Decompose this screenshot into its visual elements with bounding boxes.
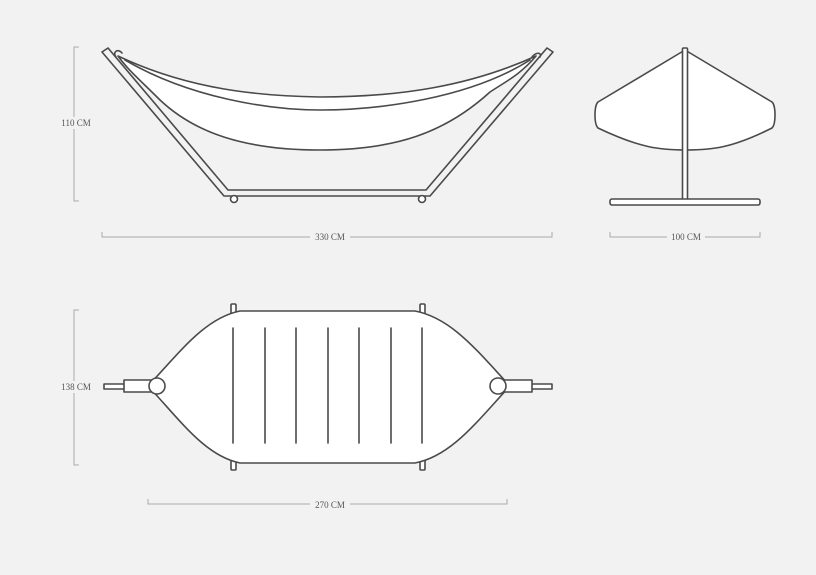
end-view: 100 CM [594,47,776,243]
top-width-label-bg [58,381,92,393]
side-view-hammock-bed [117,55,537,151]
top-view-left-ring [148,377,166,395]
top-length-label-bg [310,498,350,510]
side-view-right-hook [531,52,542,58]
side-length-label: 330 CM [315,232,345,242]
end-view-base [609,198,761,206]
end-view-post [681,47,689,203]
end-width-label: 100 CM [671,232,701,242]
top-view-right-ring [489,377,507,395]
side-view: 110 CM 330 CM [58,46,554,243]
top-view-right-bracket [503,379,533,393]
top-view-left-bar [103,383,127,390]
side-view-left-hook [113,49,123,58]
top-view-right-bar [529,383,553,390]
top-view-left-bracket [123,379,153,393]
side-view-stand-frame [101,47,554,197]
side-view-left-foot [229,194,239,204]
top-view-slats [232,327,423,444]
side-length-label-bg [310,231,350,243]
side-view-fabric-edge [124,59,531,111]
end-width-label-bg [667,231,705,243]
top-width-label: 138 CM [61,382,91,392]
side-view-right-foot [417,194,427,204]
side-height-label: 110 CM [61,118,90,128]
top-view: 138 CM 270 CM [58,303,553,510]
top-length-label: 270 CM [315,500,345,510]
side-height-label-bg [58,117,92,129]
top-view-hammock-bed [147,310,511,464]
